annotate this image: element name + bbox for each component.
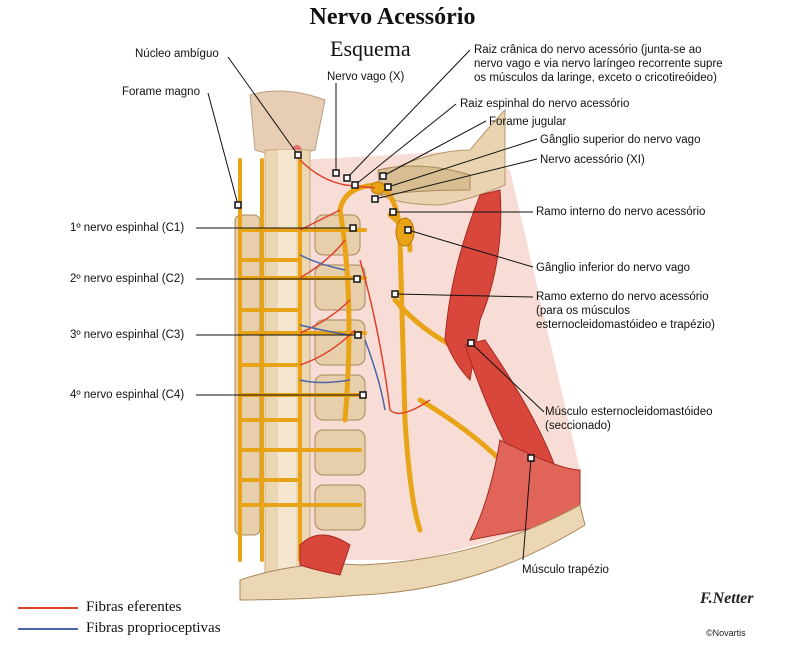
page-title: Nervo Acessório bbox=[309, 4, 476, 30]
sternocleidomastoid-muscle bbox=[444, 189, 502, 382]
label-c4: 4º nervo espinhal (C4) bbox=[70, 389, 185, 401]
trapezius-muscle bbox=[469, 439, 581, 541]
label-nervo-vago: Nervo vago (X) bbox=[327, 71, 405, 83]
label-c2: 2º nervo espinhal (C2) bbox=[70, 273, 185, 285]
artist-signature: F.Netter bbox=[700, 590, 754, 607]
label-ganglio-superior: Gânglio superior do nervo vago bbox=[540, 134, 701, 146]
label-ramo-externo-line3: esternocleidomastóideo e trapézio) bbox=[536, 319, 715, 331]
label-raiz-cranica-line3: os músculos da laringe, exceto o cricoti… bbox=[474, 72, 717, 84]
label-raiz-espinhal: Raiz espinhal do nervo acessório bbox=[460, 98, 630, 110]
legend-proprioceptive: Fibras proprioceptivas bbox=[18, 620, 221, 637]
label-forame-magno: Forame magno bbox=[122, 86, 200, 98]
medulla bbox=[249, 90, 326, 156]
copyright: ©Novartis bbox=[706, 628, 746, 638]
label-forame-jugular: Forame jugular bbox=[489, 116, 567, 128]
page-subtitle: Esquema bbox=[330, 36, 411, 61]
legend-efferent-swatch bbox=[18, 606, 78, 609]
label-trapezio: Músculo trapézio bbox=[522, 564, 609, 576]
proprioceptive-fibers bbox=[299, 254, 386, 411]
label-ramo-externo-line2: (para os músculos bbox=[536, 305, 630, 317]
label-nervo-acessorio: Nervo acessório (XI) bbox=[540, 154, 645, 166]
label-ecm-line2: (seccionado) bbox=[545, 420, 611, 432]
legend-proprioceptive-swatch bbox=[18, 627, 78, 630]
lower-muscle-fragment bbox=[299, 534, 351, 576]
label-ecm-line1: Músculo esternocleidomastóideo bbox=[545, 406, 713, 418]
spinal-cord-center bbox=[278, 150, 296, 590]
legend-efferent-label: Fibras eferentes bbox=[86, 599, 182, 615]
leader-lines bbox=[196, 49, 545, 561]
label-raiz-cranica-line2: nervo vago e via nervo laríngeo recorren… bbox=[474, 58, 723, 70]
label-c3: 3º nervo espinhal (C3) bbox=[70, 329, 185, 341]
label-ramo-externo-line1: Ramo externo do nervo acessório bbox=[536, 291, 709, 303]
legend-efferent: Fibras eferentes bbox=[18, 599, 181, 616]
label-nucleo-ambiguo: Núcleo ambíguo bbox=[135, 48, 219, 60]
spinal-nerve-roots bbox=[238, 158, 367, 562]
label-ganglio-inferior: Gânglio inferior do nervo vago bbox=[536, 262, 691, 274]
legend-proprioceptive-label: Fibras proprioceptivas bbox=[86, 620, 221, 636]
label-raiz-cranica-line1: Raiz crânica do nervo acessório (junta-s… bbox=[474, 44, 702, 56]
label-c1: 1º nervo espinhal (C1) bbox=[70, 222, 185, 234]
label-ramo-interno: Ramo interno do nervo acessório bbox=[536, 206, 706, 218]
callout-points bbox=[234, 151, 535, 462]
